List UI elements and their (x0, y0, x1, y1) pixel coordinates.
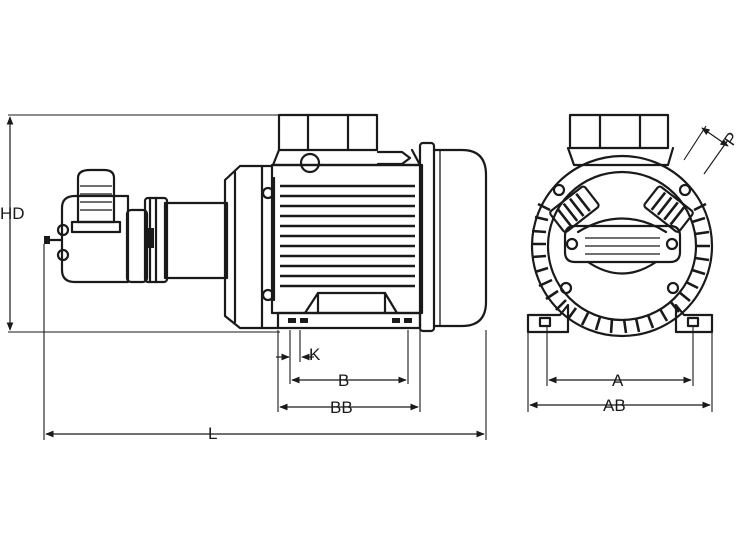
end-view (526, 113, 714, 338)
a-label: A (612, 371, 624, 390)
radial-fins (531, 202, 710, 334)
p-dimension-line (701, 127, 729, 147)
hd-label: HD (0, 204, 25, 223)
bb-label: BB (330, 398, 353, 417)
end-motor-housing (530, 154, 714, 338)
l-label: L (208, 424, 217, 443)
motor-feet (276, 291, 422, 330)
side-view (44, 113, 488, 333)
dimension-lines (6, 114, 729, 440)
k-label: K (309, 345, 321, 364)
cooling-fins (280, 184, 415, 288)
terminal-box (271, 113, 422, 174)
shaft-coupling (163, 201, 229, 280)
fan-cover (418, 141, 488, 333)
end-cover-plate (563, 217, 682, 275)
end-bolts (552, 183, 692, 295)
b-label: B (338, 371, 349, 390)
pump-head (44, 194, 169, 284)
inlet-port (70, 168, 122, 234)
front-flange (223, 164, 280, 330)
end-terminal-box (566, 113, 675, 167)
motor-body (261, 163, 424, 315)
ab-label: AB (603, 396, 626, 415)
cable-glands (549, 185, 694, 233)
